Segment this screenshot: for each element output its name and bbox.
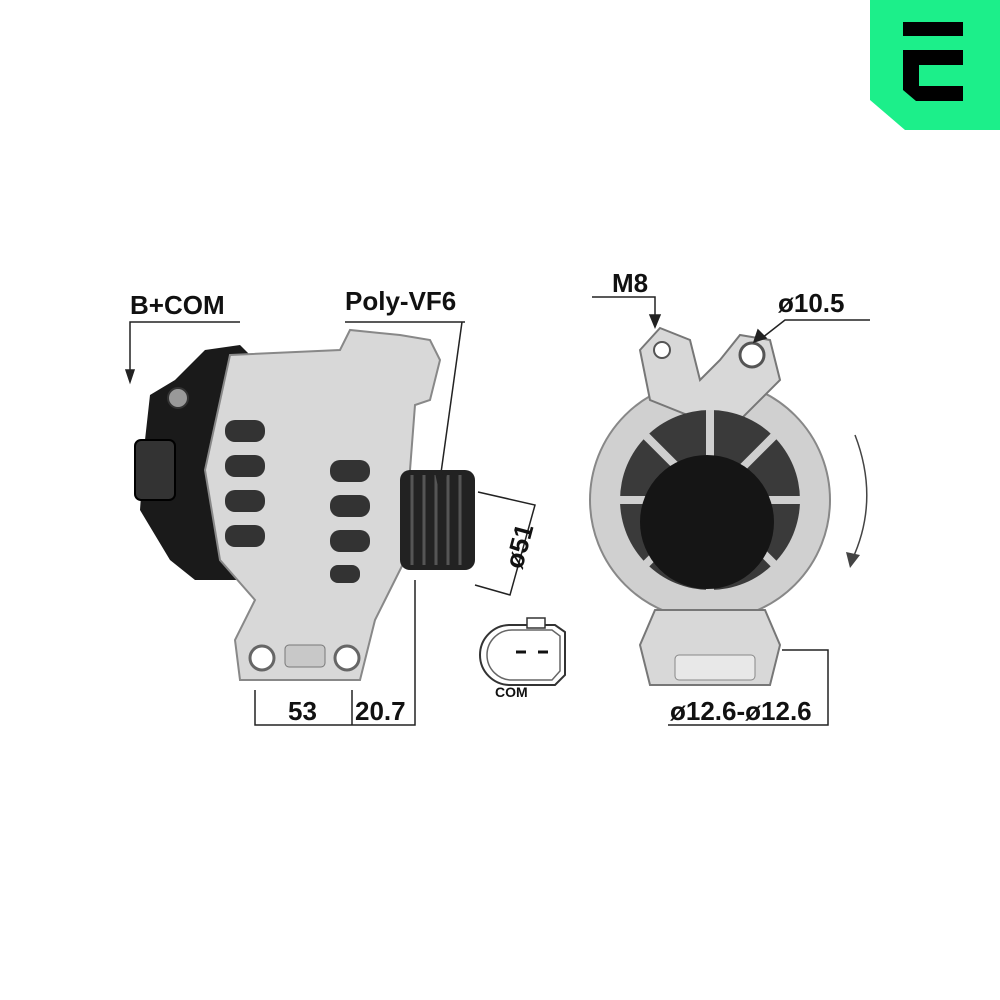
brand-logo	[870, 0, 1000, 130]
pulley-diameter-label: ø51	[499, 521, 540, 572]
dimension-lines-left	[124, 321, 536, 726]
alternator-side-view	[134, 328, 475, 681]
pulley	[400, 470, 475, 570]
alternator-front-view	[589, 326, 868, 686]
connector-label: COM	[495, 684, 528, 700]
width-1-label: 53	[288, 696, 317, 726]
pulley-label: Poly-VF6	[345, 286, 456, 316]
dimension-lines-right	[592, 296, 870, 726]
width-2-label: 20.7	[355, 696, 406, 726]
terminal-label: B+COM	[130, 290, 225, 320]
hole-bottom-label: ø12.6-ø12.6	[670, 696, 812, 726]
hole-top-label: ø10.5	[778, 288, 845, 318]
connector-diagram	[479, 617, 566, 686]
thread-label: M8	[612, 268, 648, 298]
